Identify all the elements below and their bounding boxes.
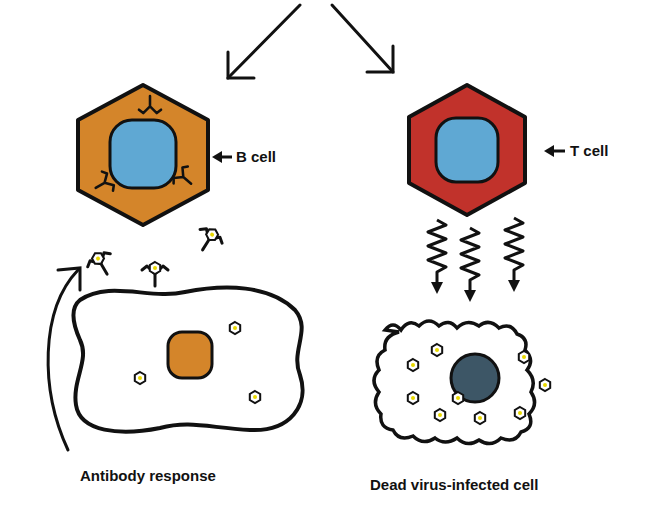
caption-label: Antibody response	[80, 467, 216, 485]
caption-label: Dead virus-infected cell	[370, 476, 538, 494]
cell-label: T cell	[570, 142, 608, 160]
cell-label: B cell	[236, 148, 276, 166]
dead-cell	[374, 321, 550, 444]
branch-arrows	[228, 5, 393, 78]
curved-arrow	[48, 268, 80, 450]
infected-cell	[73, 288, 302, 432]
granule-arrows	[428, 218, 523, 302]
cell-node: B cell	[70, 80, 300, 230]
cell-node: T cell	[400, 80, 640, 225]
antibodies	[84, 223, 227, 286]
